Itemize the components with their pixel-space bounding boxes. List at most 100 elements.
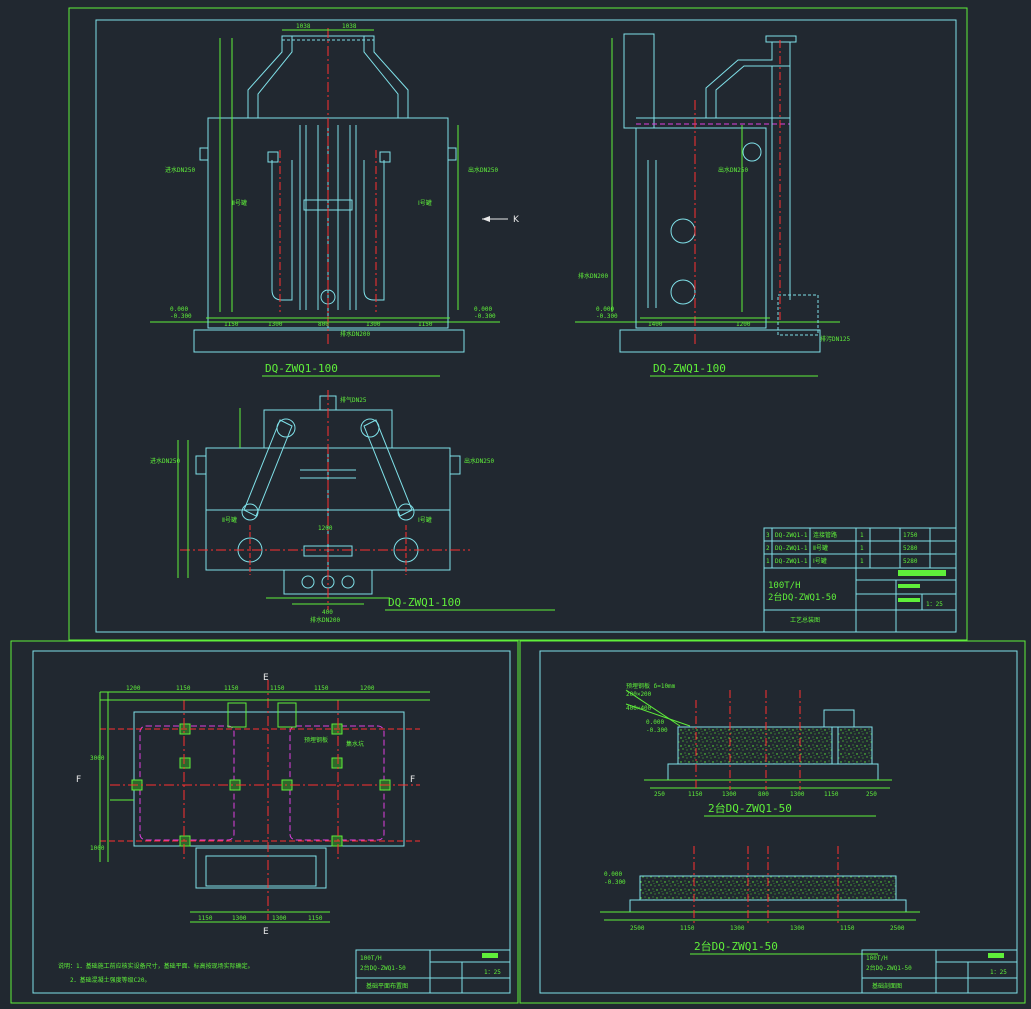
sheet-bottom-left (10, 640, 519, 1004)
side-dim-bottom-1: 1200 (736, 321, 751, 328)
front-level-a-right: 0.000 (474, 306, 492, 313)
fp-anchor-label: 预埋钢板 (304, 736, 328, 744)
plan-left-flange-label: 进水DN250 (150, 457, 180, 465)
section-e-dim-4: 1300 (790, 791, 805, 798)
foundation-plan-labels: E E F F 1200 1150 1150 1150 1150 1200 11… (58, 673, 415, 984)
legend-row-1-weight: 5280 (903, 545, 918, 552)
front-dim-bottom-3: 1300 (366, 321, 381, 328)
section-f-level-a: 0.000 (604, 871, 622, 878)
legend-row-2-qty: 1 (860, 558, 864, 565)
section-e-dim-1: 1150 (688, 791, 703, 798)
plan-chamber-right: Ⅰ号罐 (418, 516, 432, 524)
plan-view (177, 390, 470, 610)
legend-row-1-code: DQ-ZWQ1-1 (775, 545, 808, 552)
title-block-main-text: 100T/H 2台DQ-ZWQ1-50 工艺总装图 1：25 (768, 581, 943, 624)
legend-row-1-name: Ⅱ号罐 (813, 544, 828, 552)
section-f-dim-1: 1150 (680, 925, 695, 932)
section-e-note-2: 200×200 (626, 691, 652, 698)
title-left-line2: 2台DQ-ZWQ1-50 (360, 964, 406, 972)
fp-dim-top-4: 1150 (314, 685, 329, 692)
section-f-dim-2: 1300 (730, 925, 745, 932)
section-f-level-b: -0.300 (604, 879, 626, 886)
legend-row-1-qty: 1 (860, 545, 864, 552)
legend-row-0-name: 连接管路 (813, 531, 837, 539)
section-e-dim-6: 250 (866, 791, 877, 798)
plan-right-flange-label: 出水DN250 (464, 457, 494, 465)
legend-row-2-code: DQ-ZWQ1-1 (775, 558, 808, 565)
plan-drain-label: 排水DN200 (310, 616, 340, 624)
title-main-scale: 1：25 (926, 601, 943, 608)
section-f-dim-4: 1150 (840, 925, 855, 932)
fp-dim-bottom-1: 1300 (232, 915, 247, 922)
section-e-dim-5: 1150 (824, 791, 839, 798)
fp-dim-bottom-0: 1150 (198, 915, 213, 922)
side-elevation-labels: 出水DN250 排水DN200 0.000 -0.300 1400 1200 排… (578, 166, 850, 377)
title-left-scale: 1：25 (484, 969, 501, 976)
side-view-caption: DQ-ZWQ1-100 (653, 362, 726, 375)
side-elevation (575, 33, 840, 353)
title-main-line2: 2台DQ-ZWQ1-50 (768, 591, 837, 603)
section-mark-e-bottom: E (263, 927, 269, 937)
side-pit-label: 排污DN125 (820, 335, 850, 343)
front-flange-right-label: 出水DN250 (468, 166, 498, 174)
front-elevation (150, 28, 500, 353)
title-main-line3: 工艺总装图 (790, 616, 820, 624)
section-e-dim-0: 250 (654, 791, 665, 798)
side-level-a: 0.000 (596, 306, 614, 313)
title-block-left-text: 100T/H 2台DQ-ZWQ1-50 基础平面布置图 1：25 (360, 955, 501, 990)
fp-dim-side-1: 1000 (90, 845, 105, 852)
title-left-line3: 基础平面布置图 (366, 982, 408, 990)
legend-row-2-name: Ⅰ号罐 (813, 557, 827, 565)
plan-top-flange-label: 排气DN25 (340, 396, 367, 404)
fp-pit-label: 集水坑 (346, 740, 364, 748)
section-mark-e-top: E (263, 673, 269, 683)
legend-table (763, 527, 957, 569)
legend-row-1-no: 2 (766, 545, 770, 552)
note-line-1: 说明：1．基础施工前应核实设备尺寸，基础平面、标高按现场实际确定。 (58, 962, 254, 970)
fp-dim-side-0: 3000 (90, 755, 105, 762)
section-f-dim-3: 1300 (790, 925, 805, 932)
section-e-level-b: -0.300 (646, 727, 668, 734)
fp-dim-bottom-3: 1150 (308, 915, 323, 922)
section-e-dim-3: 800 (758, 791, 769, 798)
section-f-labels: 0.000 -0.300 2500 1150 1300 1300 1150 25… (604, 871, 905, 955)
section-e-level-a: 0.000 (646, 719, 664, 726)
section-e-dim-2: 1300 (722, 791, 737, 798)
section-e-labels: 预埋钢板 δ=10mm 200×200 400×400 0.000 -0.300… (626, 682, 877, 817)
section-mark-f-right: F (410, 775, 415, 785)
front-dim-bottom-1: 1300 (268, 321, 283, 328)
legend-row-0-code: DQ-ZWQ1-1 (775, 532, 808, 539)
section-f-dim-5: 2500 (890, 925, 905, 932)
section-f-caption: 2台DQ-ZWQ1-50 (694, 939, 778, 953)
legend-row-2-no: 1 (766, 558, 770, 565)
section-f-dim-0: 2500 (630, 925, 645, 932)
front-chamber-left: Ⅱ号罐 (232, 199, 247, 207)
sheet-main (68, 7, 968, 641)
front-view-caption: DQ-ZWQ1-100 (265, 362, 338, 375)
section-e-note-3: 400×400 (626, 705, 652, 712)
fp-dim-top-3: 1150 (270, 685, 285, 692)
foundation-plan (99, 680, 430, 923)
front-dim-bottom-0: 1150 (224, 321, 239, 328)
title-left-line1: 100T/H (360, 955, 382, 962)
title-right-line2: 2台DQ-ZWQ1-50 (866, 964, 912, 972)
front-drain-label: 排水DN200 (340, 330, 370, 338)
title-block-right (861, 949, 1018, 994)
front-dim-bottom-2: 800 (318, 321, 329, 328)
direction-marker-k: K (513, 215, 520, 225)
front-chamber-right: Ⅰ号罐 (418, 199, 432, 207)
fp-dim-bottom-2: 1300 (272, 915, 287, 922)
front-level-b-right: -0.300 (474, 313, 496, 320)
fp-dim-top-1: 1150 (176, 685, 191, 692)
title-right-line3: 基础剖面图 (872, 982, 902, 990)
plan-dim-bottom-1: 1200 (318, 525, 333, 532)
fp-dim-top-2: 1150 (224, 685, 239, 692)
section-e-note-1: 预埋钢板 δ=10mm (626, 682, 676, 690)
section-f-view (600, 846, 920, 925)
title-right-scale: 1：25 (990, 969, 1007, 976)
legend-rows: 3 DQ-ZWQ1-1 连接管路 1 1750 2 DQ-ZWQ1-1 Ⅱ号罐 … (766, 531, 918, 565)
title-block-left (355, 949, 511, 994)
front-level-b: -0.300 (170, 313, 192, 320)
section-mark-f-left: F (76, 775, 81, 785)
plan-dim-bottom-0: 400 (322, 609, 333, 616)
